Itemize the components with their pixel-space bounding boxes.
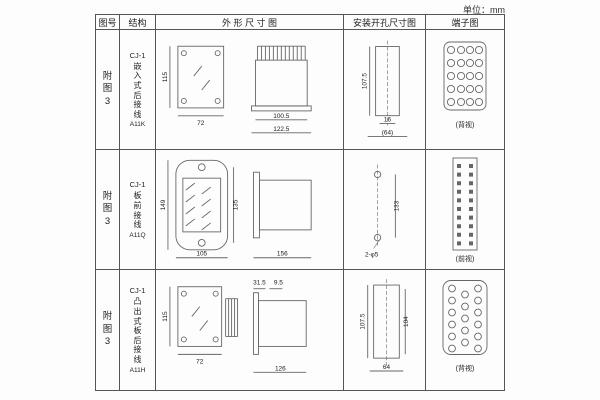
figure-label: 附图3 — [102, 70, 113, 107]
terminal-shapes — [442, 280, 488, 355]
outline-dim-labels: 149 135 105 156 — [160, 199, 288, 258]
structure-cell-row3: CJ-1 凸出式板后接线 A11H — [120, 270, 156, 390]
figure-cell-row1: 附图3 — [96, 30, 120, 150]
outline-shapes — [169, 286, 307, 373]
structure-name: 嵌入式后接线 — [133, 61, 142, 119]
type-code: A11K — [129, 121, 146, 129]
mounting-drawing-row1: 107.5 16 (64) — [344, 30, 426, 150]
unit-label: 单位：mm — [463, 5, 505, 15]
mounting-diagram: 133 2-φ5 — [365, 164, 400, 258]
header-outline-dims: 外 形 尺 寸 图 — [156, 15, 344, 30]
mounting-dim-labels: 107.5 16 (64) — [362, 73, 393, 137]
outline-diagram: 115 72 100.5 122.5 — [162, 45, 312, 134]
dim-inner-height-label: 135 — [233, 199, 240, 210]
mounting-drawing-row2: 133 2-φ5 — [344, 150, 426, 270]
outline-dim-labels: 115 72 100.5 122.5 — [162, 72, 290, 133]
mounting-shapes — [367, 40, 408, 137]
model-label: CJ-1 — [129, 50, 146, 60]
dim-height-label: 107.5 — [362, 73, 369, 89]
dim-depth-label: 100.5 — [273, 113, 290, 120]
type-code: A11Q — [129, 231, 146, 239]
header-figure-no: 图号 — [96, 15, 120, 30]
terminal-drawing-row3: (背视) — [426, 270, 504, 390]
hole-spec-label: 2-φ5 — [365, 251, 379, 258]
dimension-table: 图号 结构 外 形 尺 寸 图 安装开孔尺寸图 端子图 附图3 CJ-1 嵌入式… — [95, 14, 505, 391]
outline-drawing-row1: 115 72 100.5 122.5 — [156, 30, 344, 150]
mounting-shapes — [367, 279, 406, 372]
terminal-diagram: (背视) — [443, 41, 487, 129]
terminal-view-label-group: (背视) — [456, 364, 475, 373]
dim-width-label: 16 — [384, 117, 392, 124]
terminal-shapes — [452, 157, 478, 251]
terminal-view-label: (背视) — [456, 120, 475, 129]
outline-diagram: 115 72 31.5 9.5 126 — [162, 280, 307, 373]
dim-width-label: 72 — [197, 120, 205, 127]
dim-width-label: 105 — [196, 251, 207, 258]
dim-width-label: 64 — [383, 364, 391, 371]
mounting-drawing-row3: 107.5 104 64 — [344, 270, 426, 390]
mounting-shapes — [373, 164, 396, 249]
dim-flange-label: 31.5 — [253, 280, 266, 287]
terminal-diagram: (前视) — [452, 157, 478, 263]
outline-dim-labels: 115 72 31.5 9.5 126 — [162, 280, 286, 373]
structure-name: 凸出式板后接线 — [133, 297, 142, 364]
model-label: CJ-1 — [129, 180, 146, 190]
dim-span-label: (64) — [382, 129, 393, 136]
dim-depth-label: 126 — [275, 365, 286, 372]
header-terminal-diagram: 端子图 — [426, 15, 504, 30]
header-structure: 结构 — [120, 15, 156, 30]
dim-height-label: 133 — [393, 200, 400, 211]
outline-shapes — [167, 159, 312, 259]
dim-height-label: 149 — [160, 199, 167, 210]
terminal-shapes — [443, 41, 487, 111]
header-mounting-dims: 安装开孔尺寸图 — [344, 15, 426, 30]
dim-step-label: 9.5 — [274, 280, 283, 287]
terminal-drawing-row2: (前视) — [426, 150, 504, 270]
model-label: CJ-1 — [129, 286, 146, 296]
mounting-diagram: 107.5 16 (64) — [362, 40, 408, 137]
outline-drawing-row3: 115 72 31.5 9.5 126 — [156, 270, 344, 390]
structure-cell-row2: CJ-1 板前接线 A11Q — [120, 150, 156, 270]
dim-inner-height-label: 104 — [403, 316, 410, 327]
structure-name: 板前接线 — [133, 191, 142, 230]
dim-total-label: 122.5 — [273, 126, 290, 133]
mounting-diagram: 107.5 104 64 — [360, 279, 410, 372]
dim-depth-label: 156 — [277, 251, 288, 258]
outline-shapes — [169, 45, 312, 134]
figure-label: 附图3 — [102, 311, 113, 348]
outline-diagram: 149 135 105 156 — [160, 159, 312, 259]
type-code: A11H — [129, 366, 146, 374]
terminal-drawing-row1: (背视) — [426, 30, 504, 150]
dim-height-label: 115 — [162, 311, 169, 322]
terminal-view-label: (背视) — [456, 364, 475, 373]
outline-drawing-row2: 149 135 105 156 — [156, 150, 344, 270]
dim-height-label: 115 — [162, 72, 169, 83]
mounting-dim-labels: 107.5 104 64 — [360, 313, 410, 371]
terminal-view-label-group: (背视) — [456, 120, 475, 129]
mounting-dim-labels: 133 2-φ5 — [365, 200, 400, 258]
dim-width-label: 72 — [196, 358, 204, 365]
terminal-view-label-group: (前视) — [456, 254, 475, 263]
terminal-diagram: (背视) — [442, 280, 488, 373]
figure-cell-row2: 附图3 — [96, 150, 120, 270]
terminal-view-label: (前视) — [456, 254, 475, 263]
figure-cell-row3: 附图3 — [96, 270, 120, 390]
dim-height-label: 107.5 — [360, 313, 367, 329]
figure-label: 附图3 — [102, 190, 113, 227]
structure-cell-row1: CJ-1 嵌入式后接线 A11K — [120, 30, 156, 150]
